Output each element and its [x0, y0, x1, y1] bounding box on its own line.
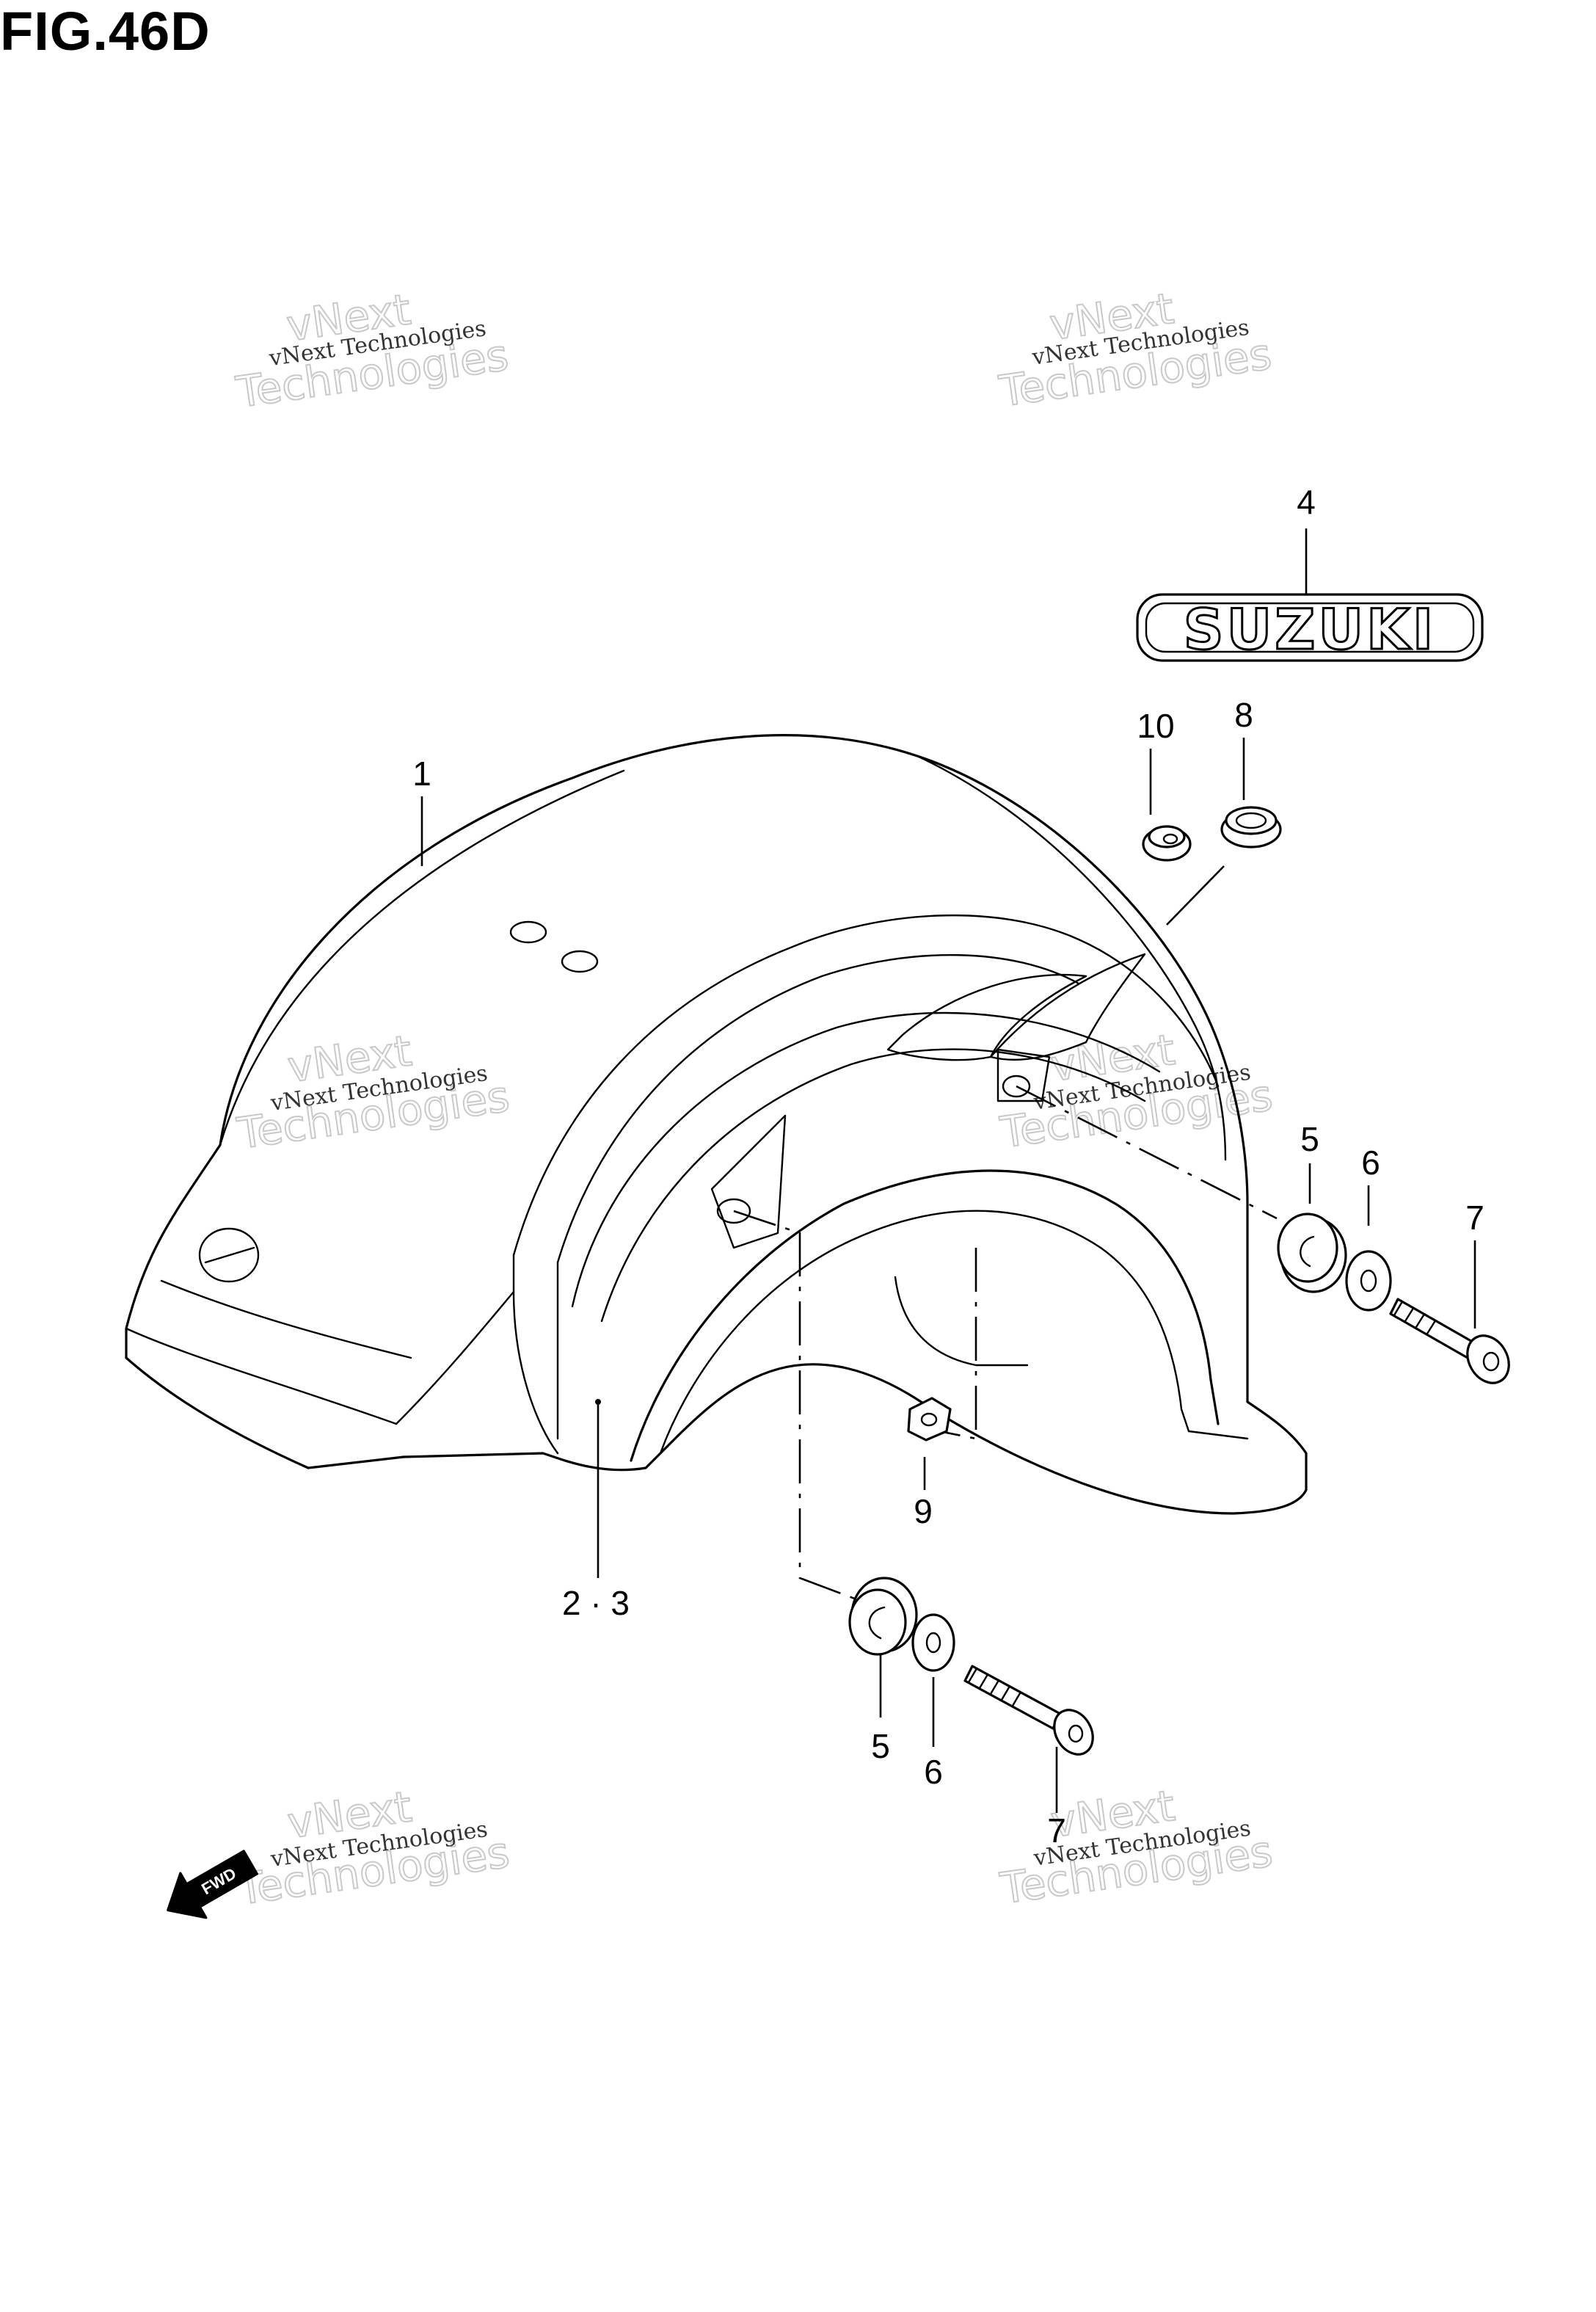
callout-8: 8	[1234, 696, 1253, 734]
fender-side-contour	[512, 915, 1220, 1257]
washer-part-6-right	[1345, 1250, 1392, 1312]
leader-8-fender	[1166, 865, 1225, 926]
callout-numbers: 1 2 · 3 4 5 5 6 6 7 7 8 9 10	[412, 483, 1484, 1850]
bolt-part-7-lower	[963, 1665, 1094, 1756]
fender-front-band	[125, 1327, 398, 1425]
fender-outline	[125, 734, 1308, 1515]
fender-side-edge	[512, 1254, 559, 1455]
callout-9: 9	[914, 1492, 933, 1530]
fender-mount-right	[996, 1048, 1051, 1102]
assembly-line-right	[1016, 1085, 1278, 1220]
callout-6-right: 6	[1361, 1144, 1380, 1182]
fender-hole-large-slot	[204, 1246, 255, 1264]
fender-hole-small-1	[509, 920, 547, 944]
callout-5-lower: 5	[871, 1727, 890, 1765]
nut-part-9	[907, 1397, 952, 1442]
fender-hole-small-2	[561, 950, 599, 973]
callout-7-right: 7	[1465, 1199, 1484, 1237]
rear-fender	[125, 734, 1308, 1515]
callout-1: 1	[412, 755, 431, 793]
grommet-part-8	[1220, 806, 1282, 848]
watermark-mid-left: vNext Technologies vNext Technologies	[233, 1025, 513, 1159]
callout-6-lower: 6	[924, 1753, 943, 1791]
emblem-text: SUZUKI	[1184, 597, 1436, 662]
leader-lines	[420, 528, 1476, 1813]
bolt-part-7-right	[1389, 1298, 1510, 1384]
cushion-part-10	[1142, 825, 1192, 862]
watermark-bottom-left: vNext Technologies vNext Technologies	[233, 1781, 513, 1915]
cushion-part-5-right	[1277, 1213, 1347, 1293]
callout-2-3: 2 · 3	[562, 1584, 630, 1622]
fender-lower-curve	[395, 1290, 515, 1425]
fender-hole-large	[198, 1227, 260, 1283]
watermark-top-right: vNext Technologies vNext Technologies	[995, 283, 1275, 417]
callout-5-right: 5	[1300, 1120, 1319, 1158]
watermark-top-left: vNext Technologies vNext Technologies	[232, 283, 511, 418]
fender-side-contour-2	[556, 954, 1080, 1264]
fender-flame-left	[886, 973, 1087, 1061]
washer-part-6-lower	[911, 1613, 955, 1672]
emblem-plate-inner	[1145, 602, 1475, 653]
fender-wheel-arch-inner	[659, 1210, 1190, 1455]
suzuki-emblem: SUZUKI	[1136, 593, 1484, 664]
assembly-line-9	[939, 1248, 977, 1440]
callout-10: 10	[1137, 707, 1174, 745]
fender-wheel-arch-lip	[894, 1276, 1029, 1367]
assembly-line-left	[733, 1210, 859, 1602]
fender-rim-line-2	[916, 755, 1227, 1161]
fender-rim-line	[219, 769, 625, 1146]
figure-title: FIG.46D	[0, 1, 211, 62]
emblem-plate	[1136, 593, 1484, 662]
callout-4: 4	[1297, 483, 1316, 521]
cushion-part-5-lower	[848, 1577, 918, 1656]
fender-flame-stripe	[571, 1011, 1161, 1308]
fender-mount-right-hole	[1002, 1075, 1031, 1098]
watermark-bottom-right: vNext Technologies vNext Technologies	[996, 1780, 1276, 1914]
fender-flame-stripe-2	[600, 1048, 1146, 1323]
fender-wheel-arch	[630, 1169, 1220, 1462]
fender-mount-left-hole	[716, 1198, 751, 1224]
fender-strut-leg	[1187, 1430, 1249, 1440]
callout-7-lower: 7	[1047, 1811, 1066, 1850]
fender-front-band-2	[160, 1279, 412, 1359]
fender-mount-left	[710, 1114, 787, 1249]
